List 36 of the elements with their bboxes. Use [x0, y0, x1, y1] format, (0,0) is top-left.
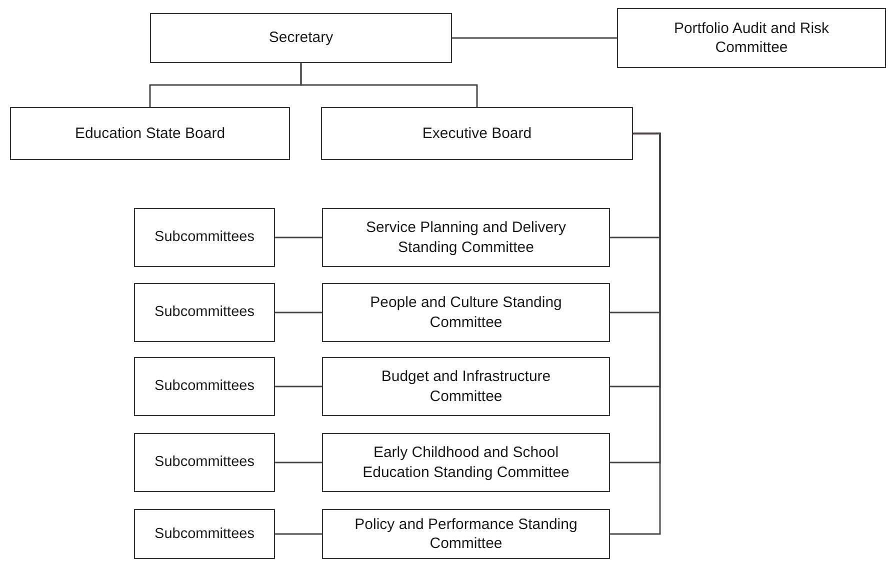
- box-label: Subcommittees: [154, 377, 254, 396]
- org-box: [134, 208, 275, 267]
- org-box: [10, 107, 290, 160]
- box-label: Service Planning and Delivery Standing Committee: [364, 218, 568, 257]
- org-box: [322, 509, 610, 559]
- org-box: [134, 509, 275, 559]
- box-label: Early Childhood and School Education Standing Committee: [362, 443, 570, 482]
- box-label: Subcommittees: [154, 303, 254, 322]
- box-label: Executive Board: [422, 124, 532, 144]
- org-box: [322, 433, 610, 492]
- box-label: Subcommittees: [154, 228, 254, 247]
- connector-line: [610, 132, 661, 535]
- org-box: [321, 107, 633, 160]
- connector-line: [275, 386, 322, 388]
- connector-line: [300, 63, 478, 107]
- org-box: [322, 208, 610, 267]
- box-label: People and Culture Standing Committee: [369, 293, 563, 332]
- box-label: Subcommittees: [154, 453, 254, 472]
- connector-line: [452, 37, 617, 39]
- box-label: Policy and Performance Standing Committee: [354, 514, 578, 554]
- org-box: [134, 357, 275, 416]
- connector-line: [275, 462, 322, 464]
- box-label: Secretary: [268, 28, 334, 48]
- org-box: [134, 433, 275, 492]
- connector-line: [275, 533, 322, 535]
- connector-line: [275, 312, 322, 314]
- org-box: [322, 357, 610, 416]
- org-box: [134, 283, 275, 342]
- connector-line: [275, 236, 322, 238]
- box-label: Budget and Infrastructure Committee: [380, 367, 552, 406]
- org-box: [617, 8, 886, 68]
- box-label: Subcommittees: [154, 524, 254, 544]
- org-box: [150, 13, 452, 63]
- box-label: Portfolio Audit and Risk Committee: [672, 18, 830, 58]
- box-label: Education State Board: [74, 124, 226, 144]
- org-box: [322, 283, 610, 342]
